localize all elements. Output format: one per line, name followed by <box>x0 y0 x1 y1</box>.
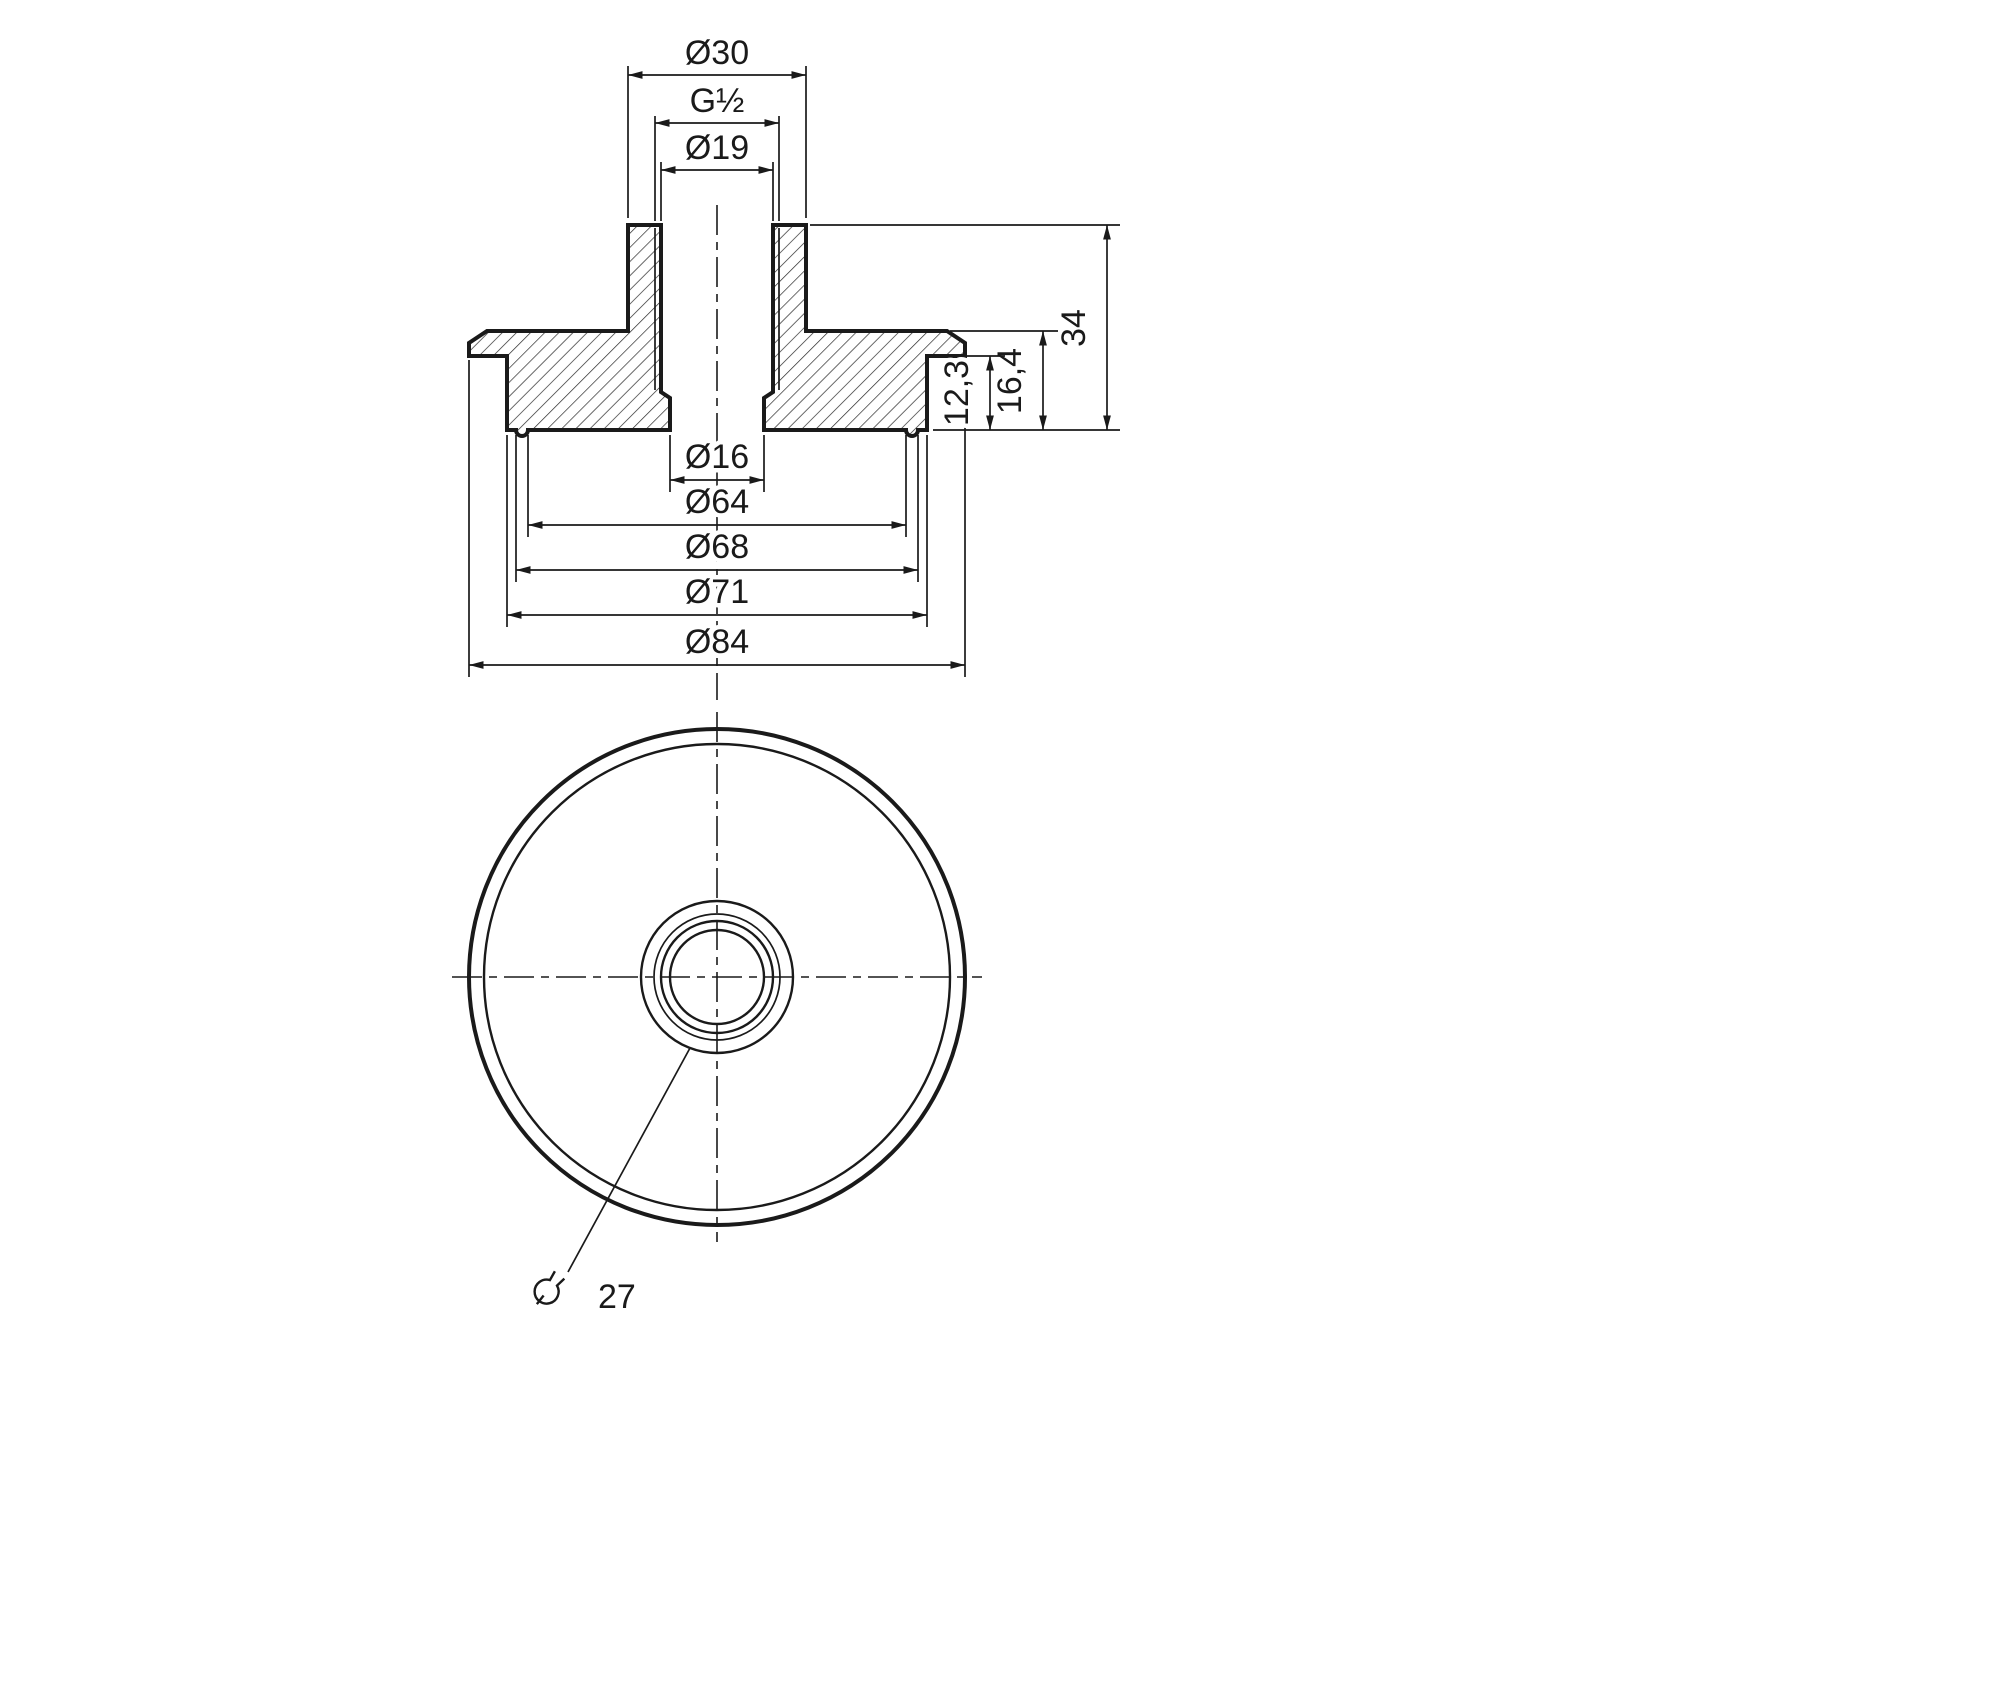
dim-thread-g12: G½ <box>654 78 780 221</box>
dim-dia16-label: Ø16 <box>685 438 749 476</box>
wrench-icon <box>533 1270 566 1305</box>
dim-height-16-4-label: 16,4 <box>991 348 1029 414</box>
section-material-hatching <box>469 225 965 436</box>
flange-rim-circle <box>482 742 952 1212</box>
dim-dia30: Ø30 <box>627 30 807 218</box>
flange-outer-circle <box>467 727 967 1227</box>
dim-dia84: Ø84 <box>468 360 966 677</box>
wrench-leader-line <box>567 1047 691 1273</box>
dim-dia68-label: Ø68 <box>685 528 749 566</box>
port-boss-circle <box>639 899 795 1055</box>
bottom-view: 27 <box>452 712 982 1321</box>
dim-thread-g12-label: G½ <box>690 82 745 120</box>
dim-dia30-label: Ø30 <box>685 34 749 72</box>
section-outline-left <box>467 223 672 438</box>
dim-dia64: Ø64 <box>527 435 907 537</box>
dim-dia19-label: Ø19 <box>685 129 749 167</box>
dim-height-34-label: 34 <box>1055 309 1093 347</box>
dim-dia16: Ø16 <box>669 434 765 492</box>
dim-height-12-3: 12,3 <box>932 355 1005 431</box>
dim-dia68: Ø68 <box>515 435 919 582</box>
dim-dia19: Ø19 <box>660 125 774 221</box>
thread-major-circle <box>653 913 781 1041</box>
bore-circle <box>668 928 766 1026</box>
dim-height-12-3-label: 12,3 <box>938 360 976 426</box>
dim-dia84-label: Ø84 <box>685 623 749 661</box>
dim-height-34: 34 <box>810 224 1120 431</box>
dim-dia64-label: Ø64 <box>685 483 749 521</box>
thread-minor-circle <box>659 919 775 1035</box>
dim-height-16-4: 16,4 <box>950 330 1058 430</box>
wrench-size-label: 27 <box>598 1278 636 1316</box>
dim-dia71: Ø71 <box>506 435 928 627</box>
section-view: Ø30 G½ Ø19 Ø16 Ø64 <box>467 30 1120 700</box>
section-outline-right <box>762 223 967 438</box>
dim-dia71-label: Ø71 <box>685 573 749 611</box>
